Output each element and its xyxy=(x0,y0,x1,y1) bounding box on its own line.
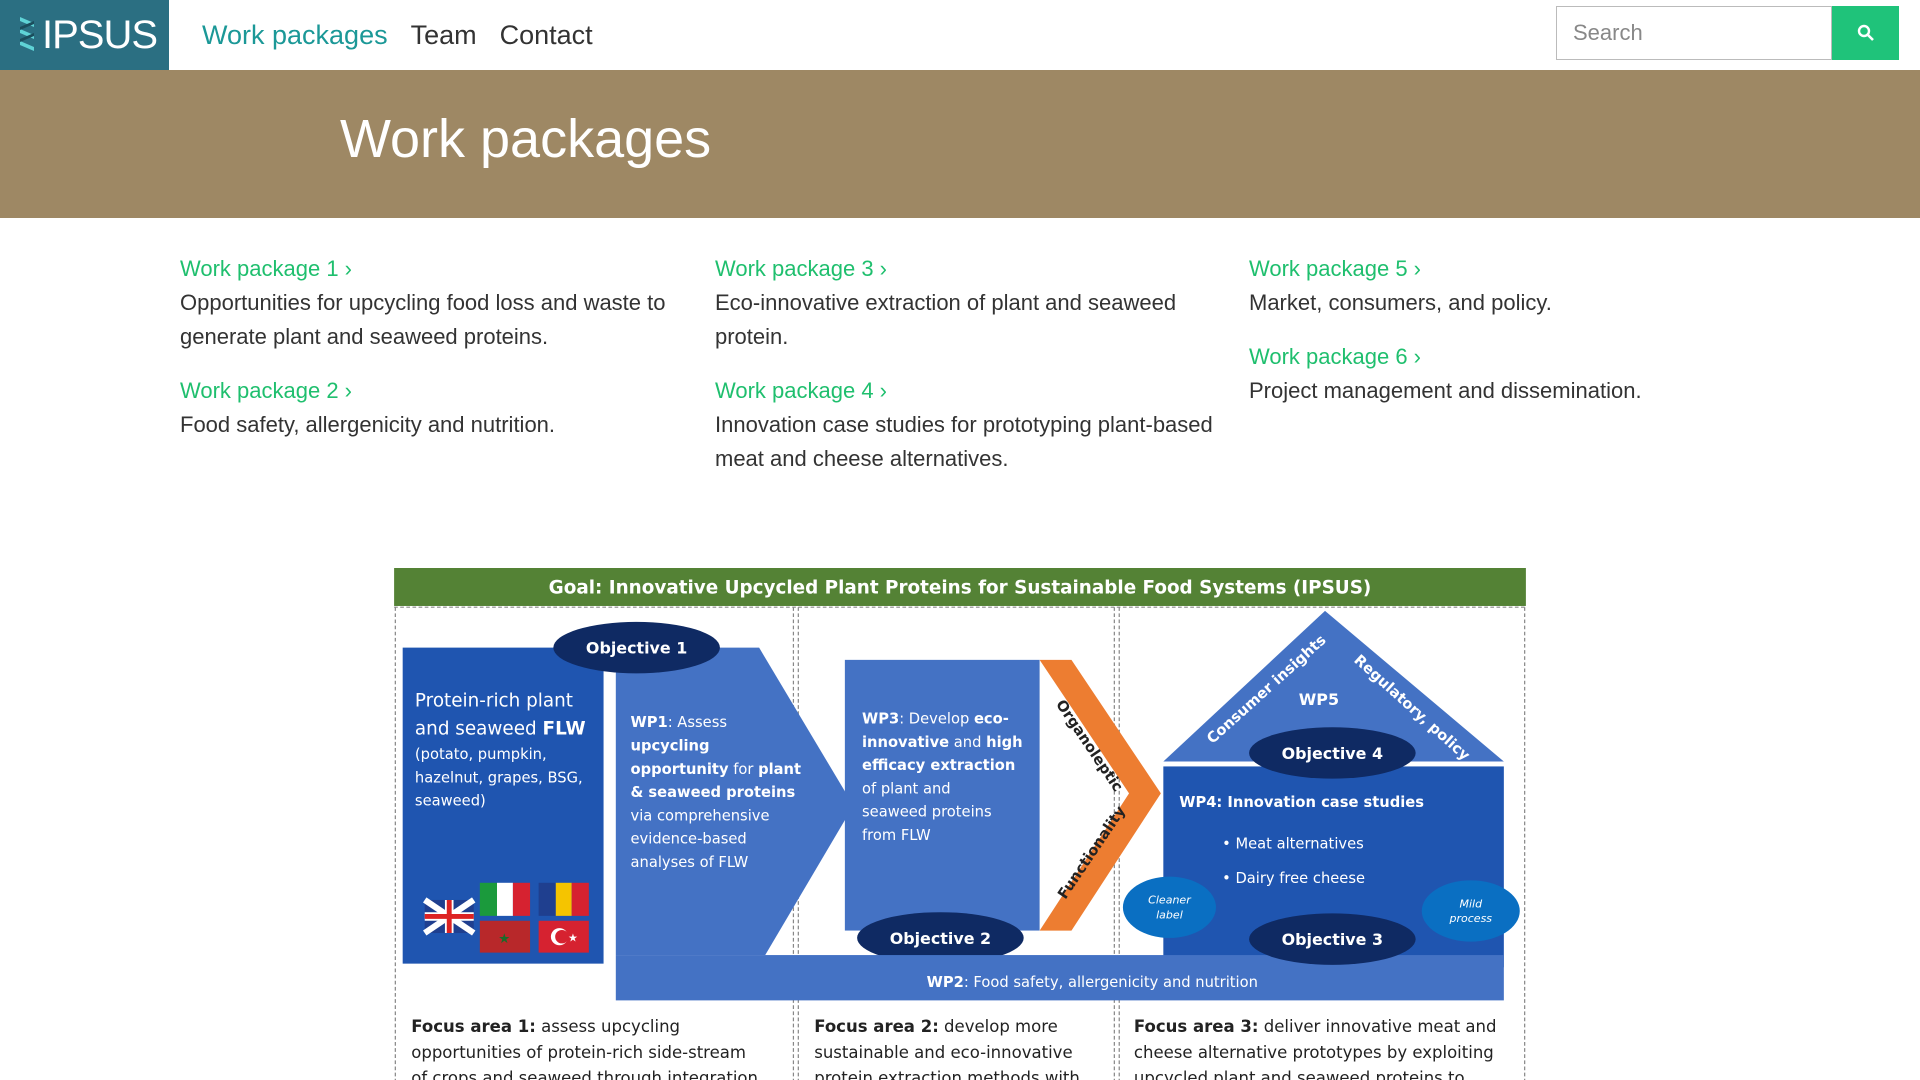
work-package-2-desc: Food safety, allergenicity and nutrition… xyxy=(180,412,556,437)
work-package-4: Work package 4 › Innovation case studies … xyxy=(715,376,1215,476)
wp2-label: WP2: Food safety, allergenicity and nutr… xyxy=(927,974,1258,991)
work-package-1-link[interactable]: Work package 1 › xyxy=(180,256,353,281)
source-line-1: Protein-rich plant xyxy=(415,690,573,711)
wp3-box xyxy=(844,659,1040,931)
work-package-6-desc: Project management and dissemination. xyxy=(1249,378,1642,403)
work-package-6: Work package 6 › Project management and d… xyxy=(1249,342,1749,408)
work-package-2: Work package 2 › Food safety, allergenici… xyxy=(180,376,680,442)
source-line-5: seaweed) xyxy=(415,793,486,810)
work-package-3-desc: Eco-innovative extraction of plant and s… xyxy=(715,290,1177,349)
wp4-title: WP4: Innovation case studies xyxy=(1179,794,1424,811)
work-package-4-desc: Innovation case studies for prototyping … xyxy=(715,412,1213,471)
work-package-1: Work package 1 › Opportunities for upcycl… xyxy=(180,254,680,354)
uk-flag-icon xyxy=(423,897,476,936)
packages-column-2: Work package 3 › Eco-innovative extractio… xyxy=(715,254,1215,498)
work-package-1-desc: Opportunities for upcycling food loss an… xyxy=(180,290,666,349)
logo-text: IPSUS xyxy=(42,12,158,57)
packages-column-3: Work package 5 › Market, consumers, and p… xyxy=(1249,254,1749,430)
page-title: Work packages xyxy=(340,109,712,169)
goal-text: Goal: Innovative Upcycled Plant Proteins… xyxy=(549,578,1372,599)
wp5-label: WP5 xyxy=(1299,690,1339,709)
objective-3-ellipse xyxy=(1249,913,1416,965)
svg-text:★: ★ xyxy=(498,931,510,947)
logo[interactable]: IPSUS xyxy=(0,0,169,70)
source-line-2: and seaweed FLW xyxy=(415,719,586,740)
turkey-flag-icon: ★ xyxy=(538,920,589,953)
page-banner: Work packages xyxy=(0,70,1920,218)
objective-3-label: Objective 3 xyxy=(1282,930,1383,949)
goal-bar xyxy=(394,568,1526,606)
objective-2-ellipse xyxy=(857,912,1024,964)
orange-chevron xyxy=(1039,659,1161,931)
country-flags: ★ ★ xyxy=(423,882,589,953)
work-package-3-link[interactable]: Work package 3 › xyxy=(715,256,888,281)
work-package-3: Work package 3 › Eco-innovative extractio… xyxy=(715,254,1215,354)
search-button[interactable] xyxy=(1832,6,1899,60)
wp5-roof xyxy=(1163,610,1504,762)
source-line-3: (potato, pumpkin, xyxy=(415,746,547,763)
objective-4-ellipse xyxy=(1249,727,1416,779)
work-package-4-link[interactable]: Work package 4 › xyxy=(715,378,888,403)
wp4-bullet-1: • Meat alternatives xyxy=(1222,835,1364,852)
wp4-bullet-2: • Dairy free cheese xyxy=(1222,870,1365,887)
helix-icon xyxy=(20,17,34,51)
italy-flag-icon xyxy=(479,882,531,916)
work-package-5-desc: Market, consumers, and policy. xyxy=(1249,290,1552,315)
morocco-flag-icon: ★ xyxy=(479,920,531,953)
nav-work-packages[interactable]: Work packages xyxy=(202,19,388,50)
cleaner-label-ellipse xyxy=(1122,876,1216,938)
nav-team[interactable]: Team xyxy=(410,19,477,50)
packages-column-1: Work package 1 › Opportunities for upcycl… xyxy=(180,254,680,464)
romania-flag-icon xyxy=(538,882,589,916)
work-package-5-link[interactable]: Work package 5 › xyxy=(1249,256,1422,281)
wp3-text: WP3: Develop eco- innovative and high ef… xyxy=(862,711,1027,844)
ipsus-diagram: Goal: Innovative Upcycled Plant Proteins… xyxy=(394,568,1526,1080)
mild-process-ellipse xyxy=(1421,880,1520,942)
search-input[interactable] xyxy=(1556,6,1832,60)
wp1-arrow xyxy=(615,647,854,956)
focus-area-3: Focus area 3: deliver innovative meat an… xyxy=(1134,1017,1497,1080)
source-line-4: hazelnut, grapes, BSG, xyxy=(415,769,583,786)
work-package-5: Work package 5 › Market, consumers, and p… xyxy=(1249,254,1749,320)
objective-2-label: Objective 2 xyxy=(890,929,991,948)
search-icon xyxy=(1857,24,1874,41)
objective-1-label: Objective 1 xyxy=(586,639,687,658)
top-nav: IPSUS Work packages Team Contact xyxy=(0,0,1920,70)
svg-text:★: ★ xyxy=(568,932,578,945)
objective-1-ellipse xyxy=(553,621,720,674)
work-package-6-link[interactable]: Work package 6 › xyxy=(1249,344,1422,369)
work-package-2-link[interactable]: Work package 2 › xyxy=(180,378,353,403)
objective-4-label: Objective 4 xyxy=(1282,744,1383,763)
nav-contact[interactable]: Contact xyxy=(499,19,593,50)
wp1-text: WP1: Assess upcycling opportunity for pl… xyxy=(631,714,806,871)
